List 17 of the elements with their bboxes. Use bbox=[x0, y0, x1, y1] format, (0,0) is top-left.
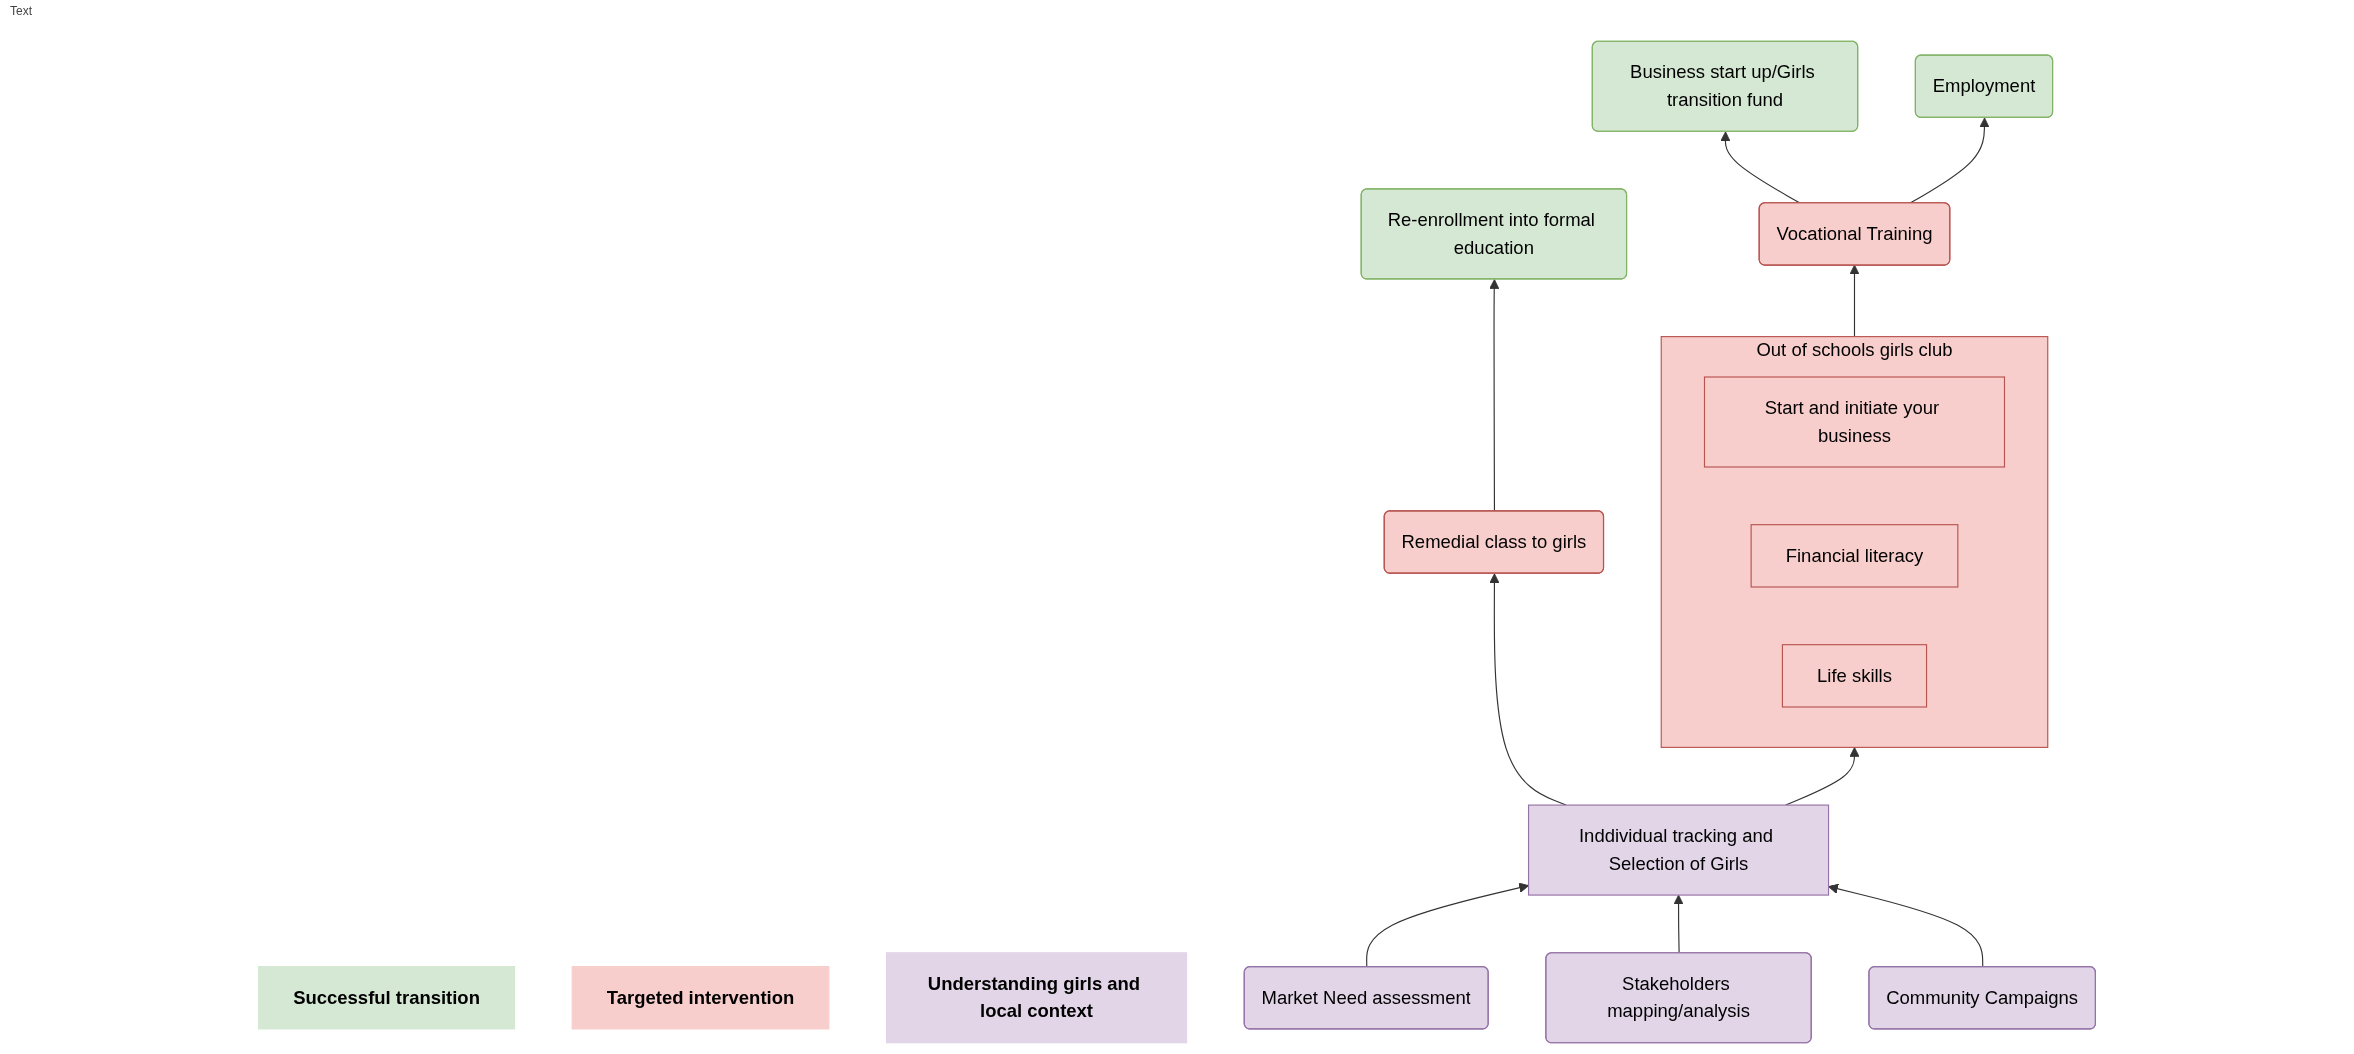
node-box: Understanding girls and local context bbox=[885, 952, 1188, 1044]
note-text: Text bbox=[10, 4, 32, 18]
node-box: Financial literacy bbox=[1750, 524, 1959, 588]
arrow bbox=[1673, 894, 1684, 954]
arrow bbox=[1909, 117, 1990, 204]
arrow bbox=[1720, 131, 1801, 204]
node-box: Successful transition bbox=[258, 966, 516, 1030]
node-box: Start and initiate your business bbox=[1703, 376, 2006, 468]
arrow bbox=[1785, 746, 1860, 806]
node-box: Inddividual tracking and Selection of Girls bbox=[1527, 804, 1830, 896]
node-box: Life skills bbox=[1781, 644, 1928, 708]
arrow bbox=[1366, 882, 1529, 968]
node-box: Targeted intervention bbox=[571, 966, 830, 1030]
arrow bbox=[1489, 573, 1567, 806]
arrow bbox=[1828, 883, 1984, 968]
arrow bbox=[1849, 264, 1860, 338]
arrow bbox=[1489, 279, 1500, 512]
